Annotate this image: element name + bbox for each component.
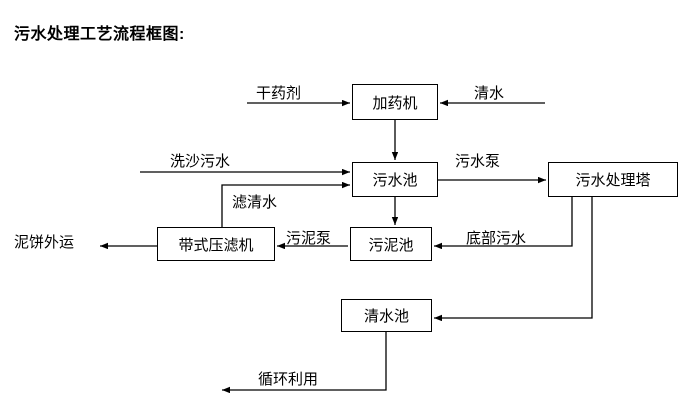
- node-wastewater-pool[interactable]: 污水池: [352, 162, 438, 197]
- label-sludge-pump: 污泥泵: [286, 230, 332, 247]
- page-title: 污水处理工艺流程框图:: [14, 26, 185, 43]
- node-dosing-machine[interactable]: 加药机: [352, 84, 438, 120]
- label-dry-chemical: 干药剂: [256, 85, 302, 102]
- label-wastewater-pump: 污水泵: [455, 153, 501, 170]
- node-belt-filter-press[interactable]: 带式压滤机: [157, 227, 275, 261]
- label-clean-water: 清水: [474, 85, 505, 102]
- label-bottom-wastewater: 底部污水: [466, 230, 527, 247]
- label-recycle-use: 循环利用: [258, 371, 319, 388]
- label-filtered-clear-water: 滤清水: [232, 194, 278, 211]
- node-sludge-pool[interactable]: 污泥池: [350, 227, 432, 261]
- node-treatment-tower[interactable]: 污水处理塔: [548, 162, 678, 197]
- label-sand-wash-wastewater: 洗沙污水: [170, 153, 231, 170]
- label-mud-cake-transport: 泥饼外运: [14, 234, 75, 251]
- node-clear-water-pool[interactable]: 清水池: [341, 299, 432, 332]
